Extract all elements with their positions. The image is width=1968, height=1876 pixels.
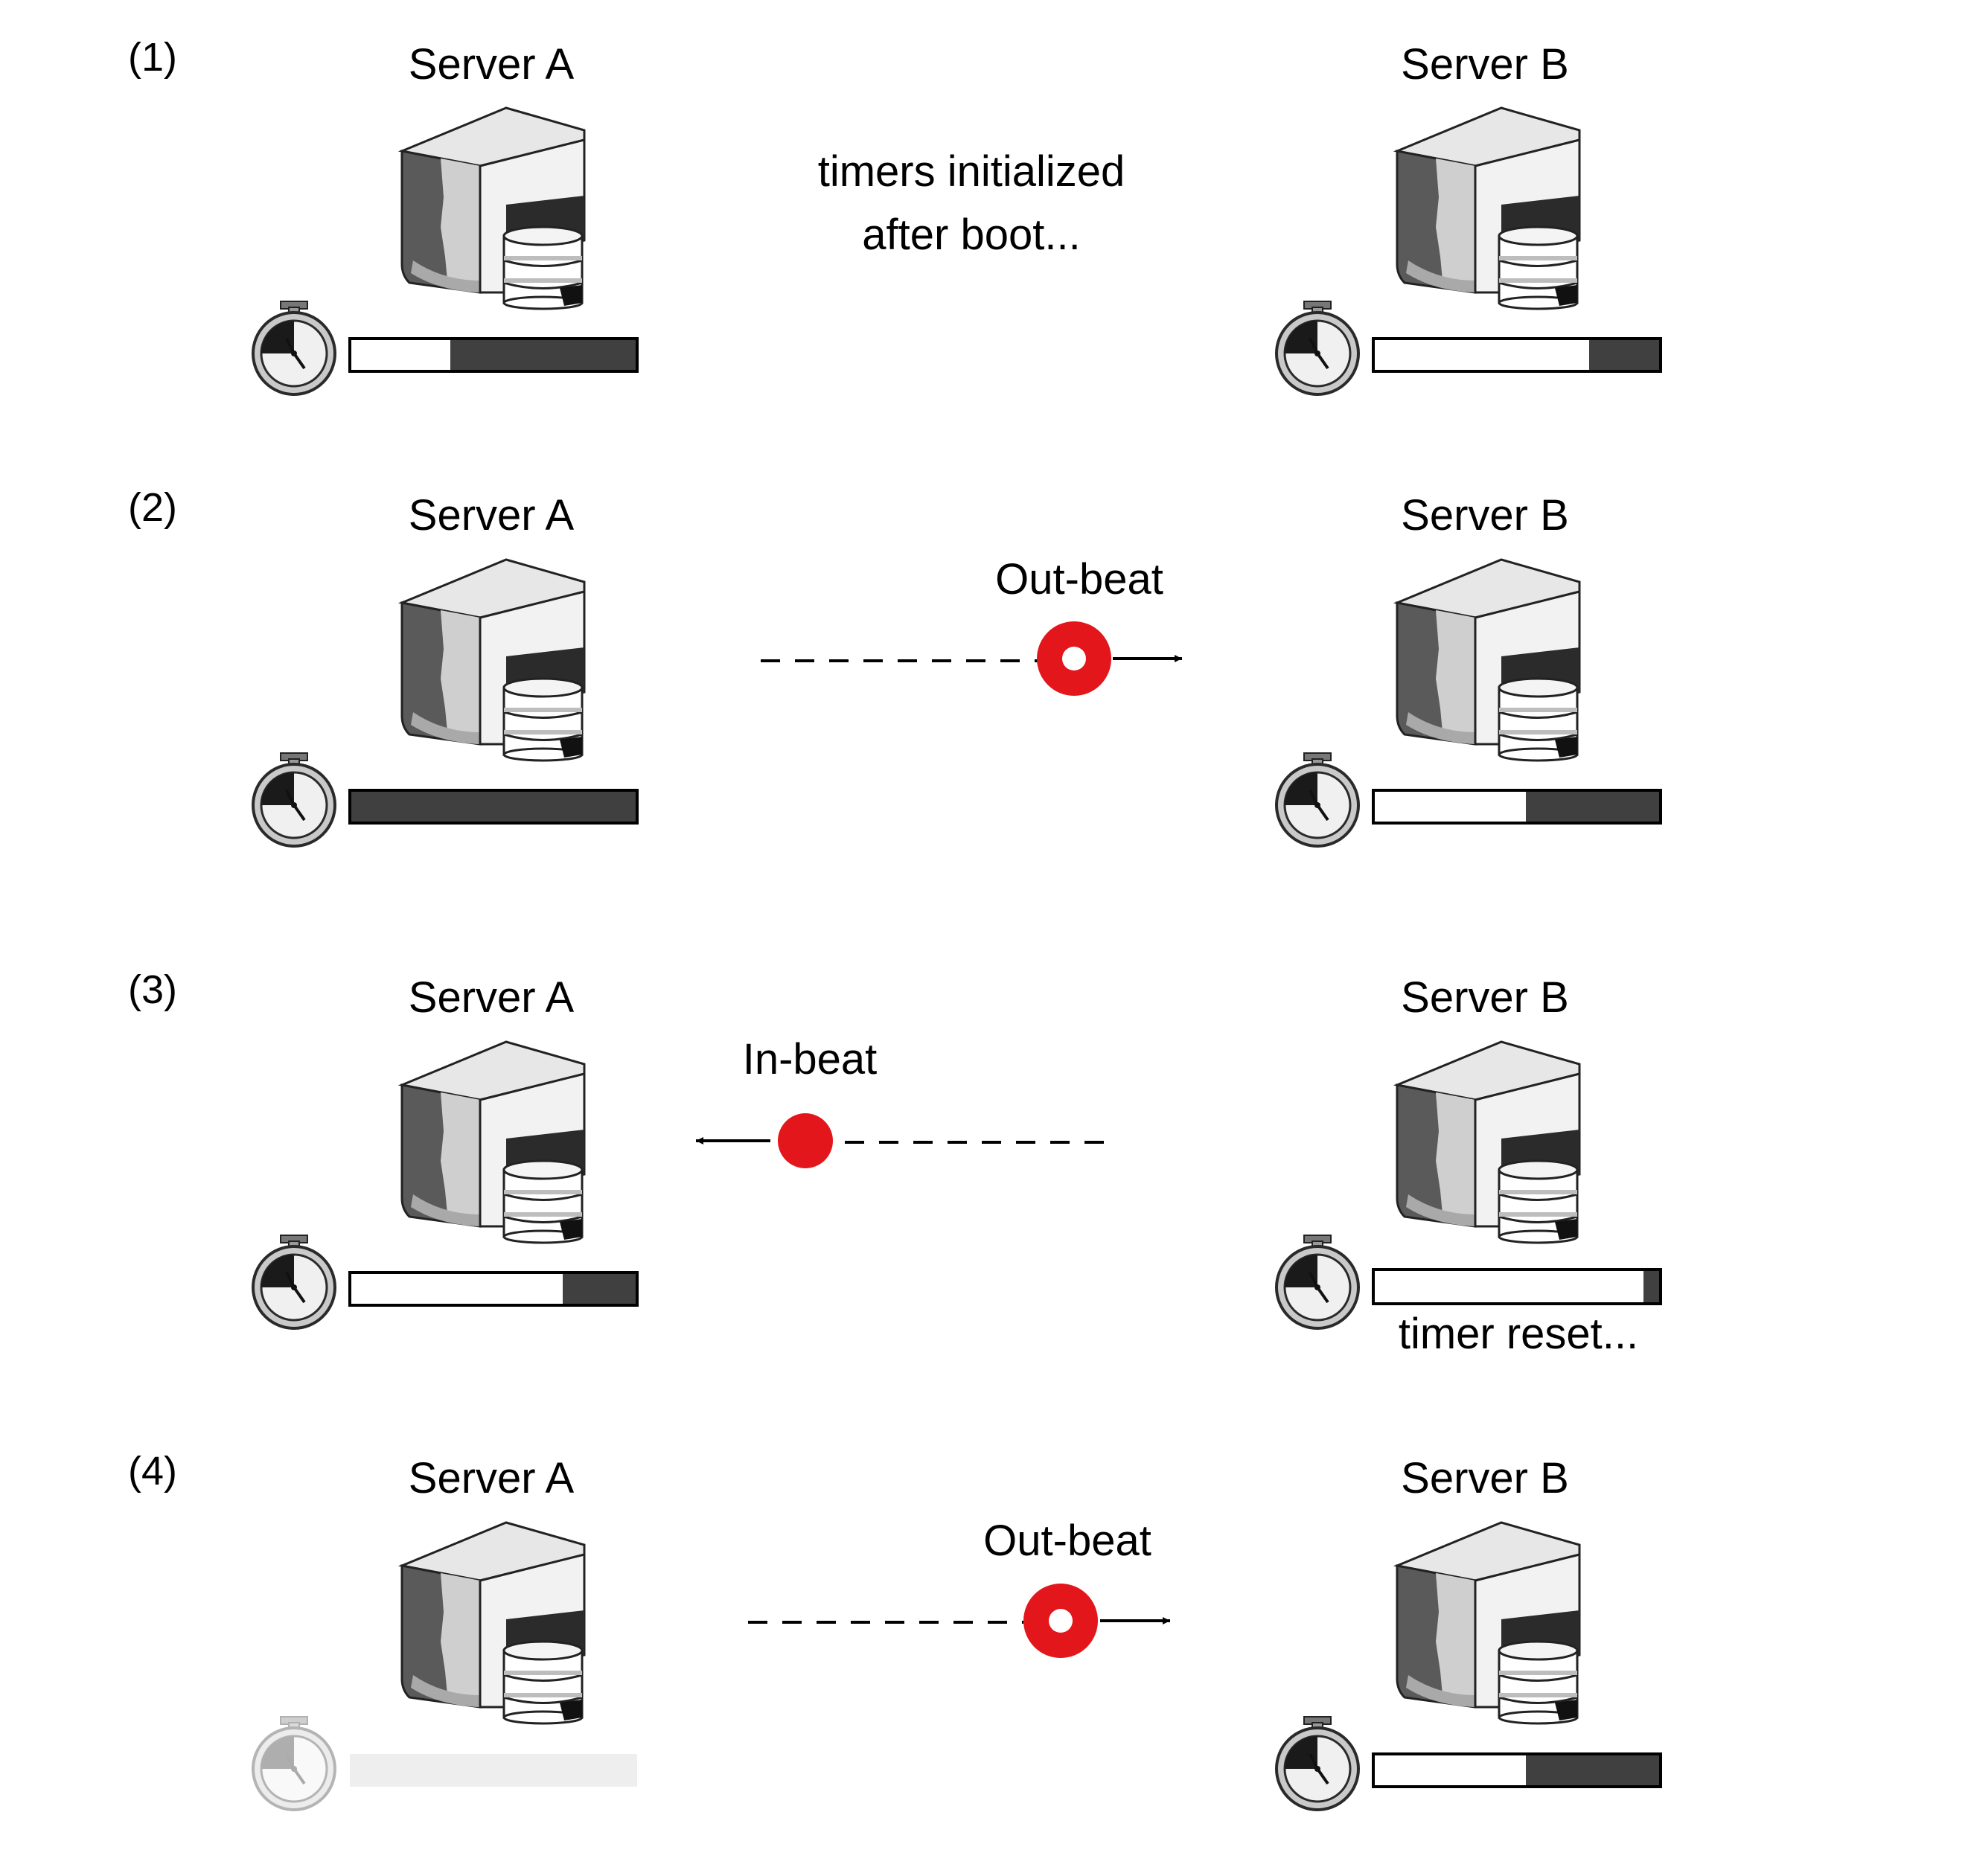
timer-bar-elapsed	[563, 1272, 637, 1305]
timer-bar-elapsed	[1589, 339, 1661, 371]
timer-bar-elapsed	[350, 790, 637, 823]
timer-bar-frame	[1372, 1268, 1662, 1305]
timer-bar	[1372, 337, 1662, 373]
stopwatch-icon-faded	[252, 1715, 336, 1811]
timer-bar-remaining	[1373, 1754, 1526, 1787]
timer-bar	[1372, 1268, 1662, 1305]
timer-bar-remaining	[350, 339, 450, 371]
server-a-label: Server A	[409, 1454, 575, 1502]
out-beat-message: Out-beat	[748, 1517, 1170, 1658]
server-icon	[400, 1040, 586, 1244]
caption-line-2: after boot...	[862, 211, 1080, 259]
server-b-label: Server B	[1401, 1454, 1569, 1502]
timer-bar	[1372, 1752, 1662, 1788]
out-beat-message: Out-beat	[761, 555, 1182, 696]
server-a-label: Server A	[409, 40, 575, 89]
step-number: (3)	[128, 967, 177, 1012]
stopwatch-icon	[252, 300, 336, 396]
timer-bar-frame	[1372, 337, 1662, 373]
message-label: Out-beat	[983, 1517, 1151, 1565]
timer-bar-frame	[1372, 789, 1662, 825]
step-row-1: (1) Server A timers initialized after bo…	[128, 35, 1662, 396]
timer-bar-frame	[348, 789, 639, 825]
stopwatch-icon	[1275, 752, 1360, 848]
server-b-label: Server B	[1401, 973, 1569, 1022]
server-icon	[1396, 558, 1581, 762]
timer-bar-remaining	[1373, 790, 1526, 823]
server-icon	[400, 1521, 586, 1725]
timer-reset-note: timer reset...	[1399, 1310, 1638, 1358]
stopwatch-icon	[252, 1234, 336, 1330]
server-a-label: Server A	[409, 973, 575, 1022]
server-b: Server B	[1275, 491, 1662, 848]
stopwatch-icon	[252, 752, 336, 848]
timer-bar	[348, 789, 639, 825]
server-b: Server B	[1275, 40, 1662, 396]
server-icon	[1396, 1521, 1581, 1725]
server-b-label: Server B	[1401, 40, 1569, 89]
stopwatch-icon	[1275, 1234, 1360, 1330]
server-icon	[1396, 106, 1581, 310]
timer-bar-elapsed	[450, 339, 637, 371]
timer-bar	[348, 337, 639, 373]
step-row-2: (2) Server A Out-beat Server B	[128, 485, 1662, 848]
stopwatch-icon	[1275, 300, 1360, 396]
middle-caption: timers initialized after boot...	[818, 147, 1125, 259]
timer-bar-remaining	[1373, 1270, 1643, 1304]
server-b: Server B	[1275, 1454, 1662, 1811]
timer-bar-frame	[348, 1271, 639, 1307]
timer-bar-frame	[348, 337, 639, 373]
step-number: (2)	[128, 485, 177, 530]
ring-icon	[1023, 1584, 1098, 1658]
timer-bar-elapsed	[1643, 1270, 1661, 1304]
stopwatch-icon	[1275, 1715, 1360, 1811]
timer-bar-remaining	[350, 1272, 563, 1305]
dot-icon	[778, 1113, 833, 1168]
timer-bar-remaining	[350, 1754, 637, 1787]
step-row-4: (4) Server A Out-beat Server B	[128, 1449, 1662, 1811]
timer-bar-frame	[1372, 1752, 1662, 1788]
server-a: Server A	[252, 491, 639, 848]
message-label: Out-beat	[995, 555, 1163, 604]
server-a: Server A	[252, 1454, 637, 1811]
in-beat-message: In-beat	[696, 1035, 1116, 1168]
step-number: (4)	[128, 1449, 177, 1494]
timer-bar	[348, 1271, 639, 1307]
timer-bar-elapsed	[1526, 790, 1661, 823]
server-a: Server A	[252, 40, 639, 396]
timer-bar-remaining	[1373, 339, 1589, 371]
timer-bar	[1372, 789, 1662, 825]
step-row-3: (3) Server A In-beat Server B	[128, 967, 1662, 1358]
step-number: (1)	[128, 35, 177, 80]
server-a: Server A	[252, 973, 639, 1330]
timer-bar	[350, 1754, 637, 1787]
server-icon	[1396, 1040, 1581, 1244]
ring-icon	[1037, 621, 1111, 696]
message-label: In-beat	[743, 1035, 878, 1083]
server-icon	[400, 106, 586, 310]
server-a-label: Server A	[409, 491, 575, 540]
timer-bar-elapsed	[1526, 1754, 1661, 1787]
caption-line-1: timers initialized	[818, 147, 1125, 196]
server-b: Server B timer reset...	[1275, 973, 1662, 1358]
server-b-label: Server B	[1401, 491, 1569, 540]
server-icon	[400, 558, 586, 762]
